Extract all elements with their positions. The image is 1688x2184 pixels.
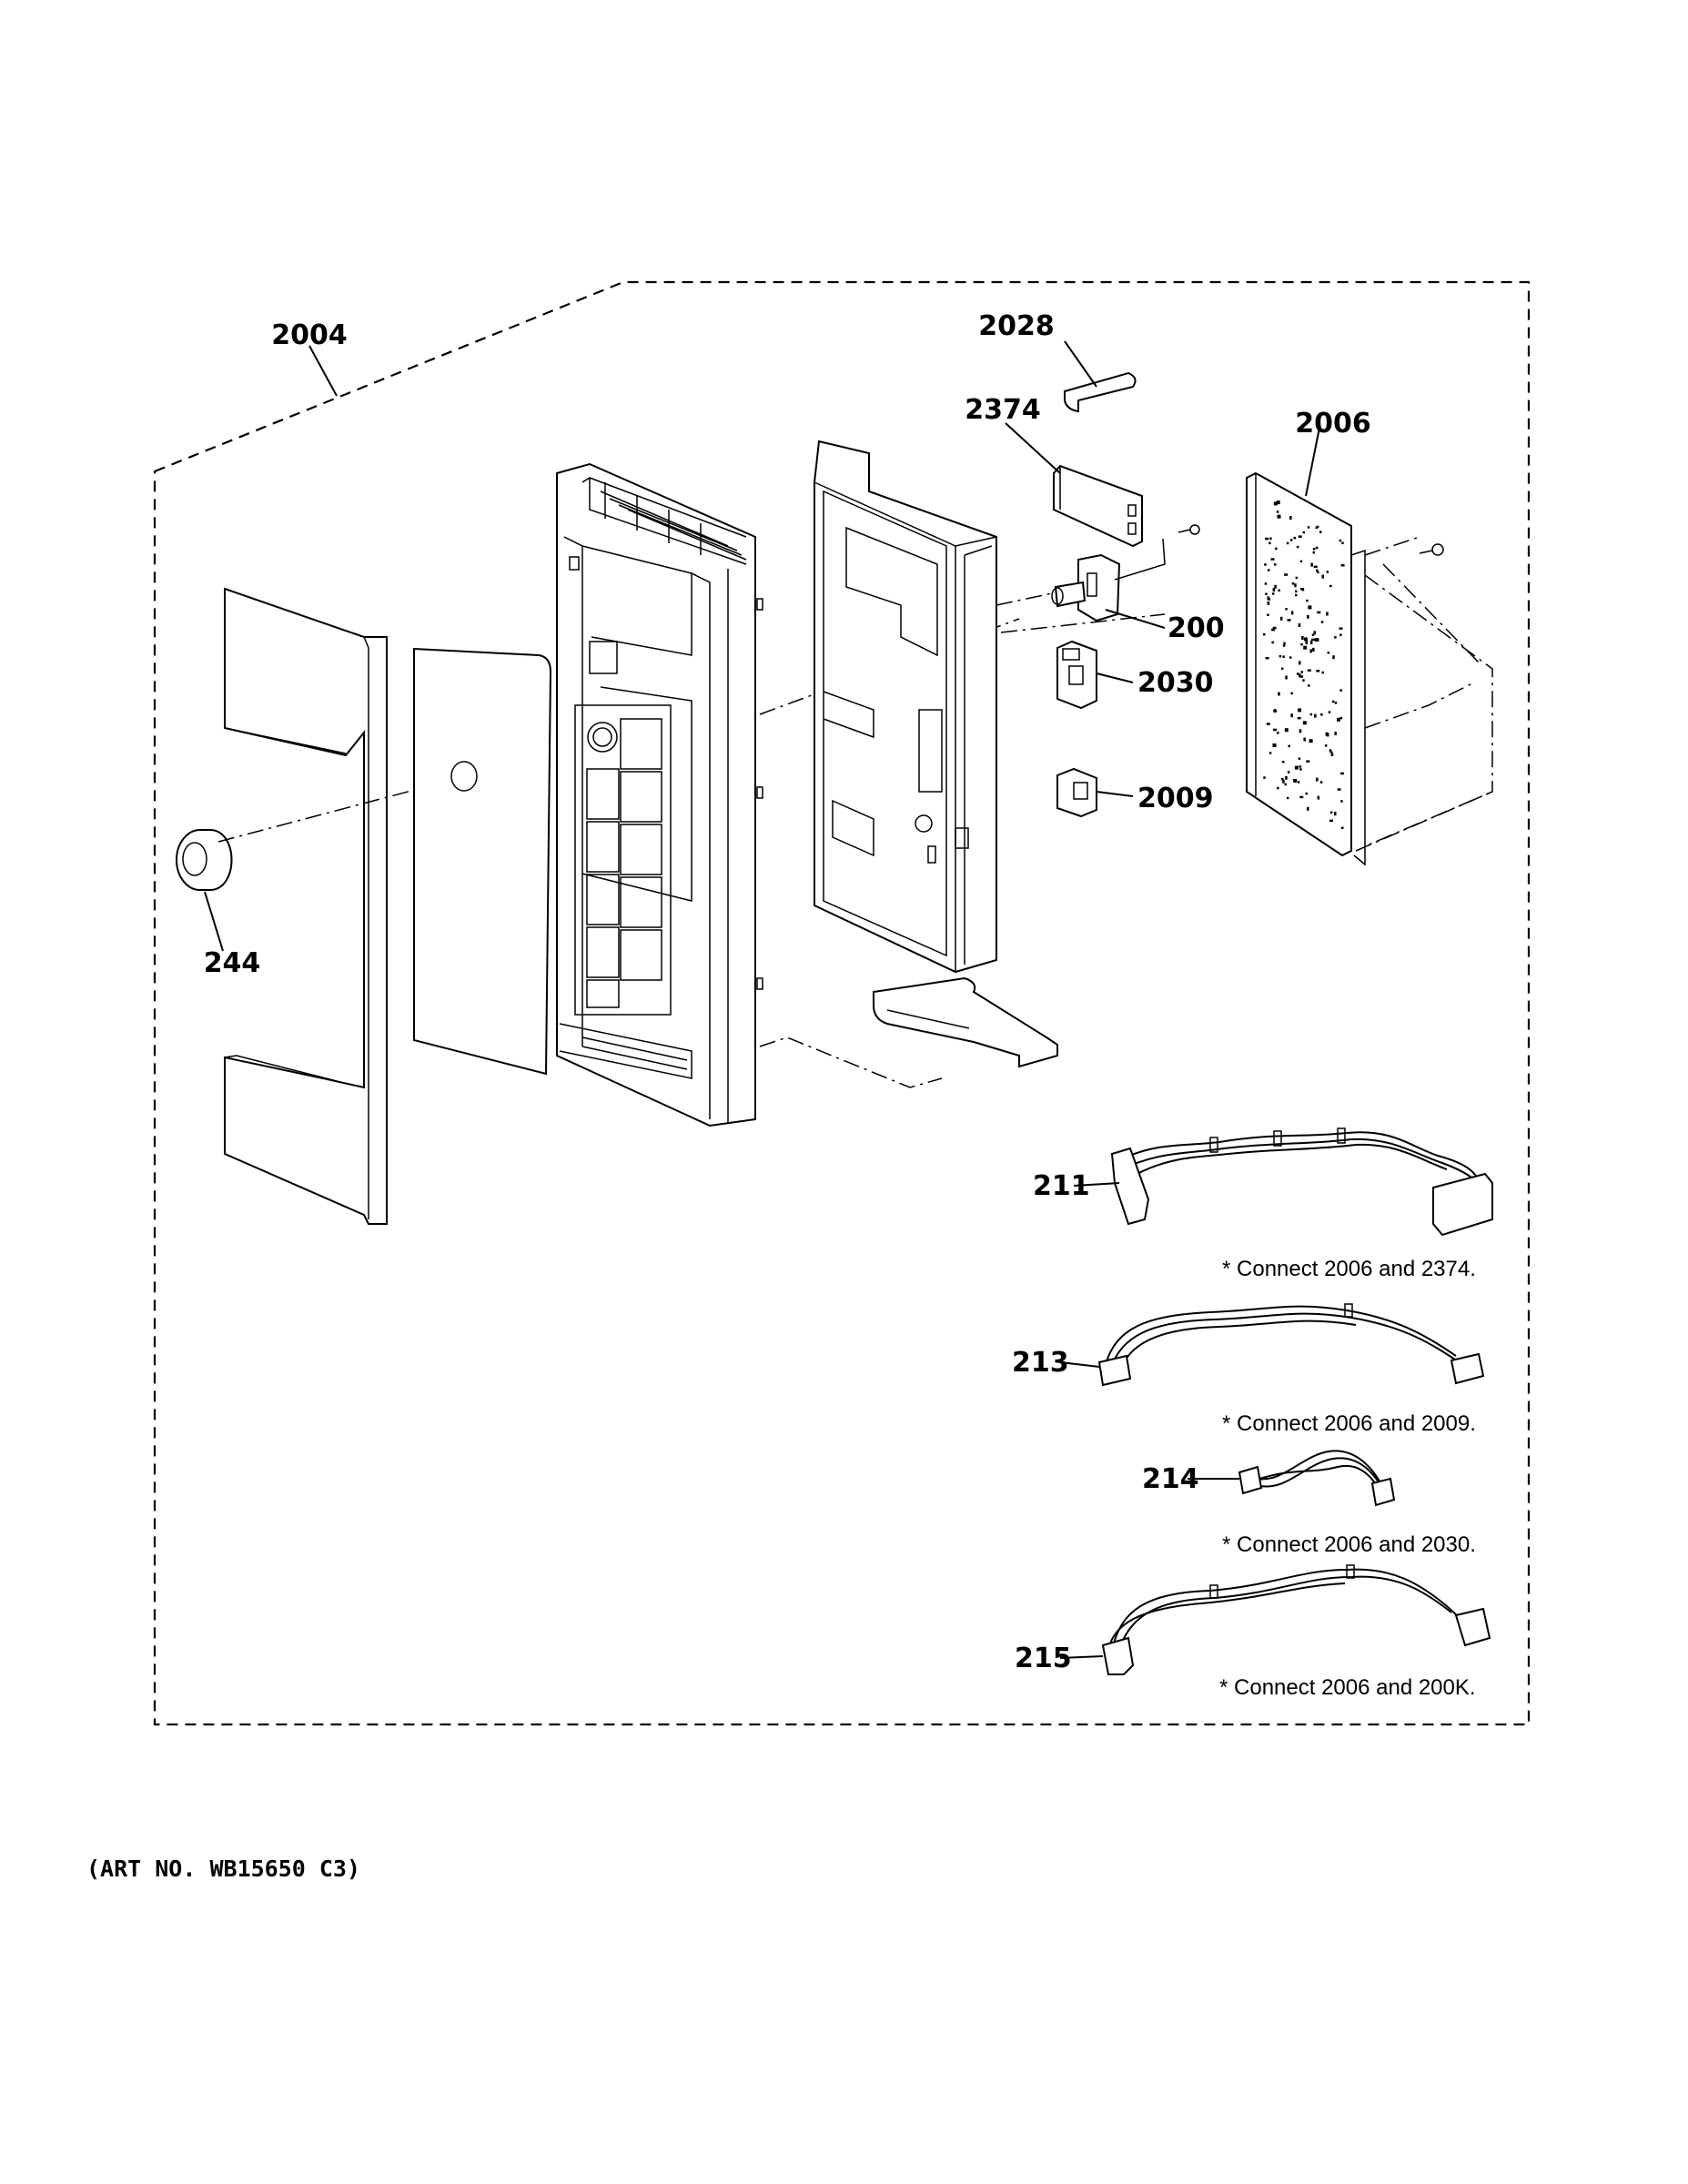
harness-211 bbox=[1110, 1127, 1493, 1237]
label-214: 214 bbox=[1142, 1463, 1199, 1495]
module-2374 bbox=[1053, 464, 1143, 548]
note-214: * Connect 2006 and 2030. bbox=[1222, 1532, 1476, 1557]
keypad-grid bbox=[586, 718, 662, 1008]
label-215: 215 bbox=[1015, 1643, 1072, 1674]
film-overlay bbox=[413, 647, 552, 1076]
label-2009: 2009 bbox=[1137, 783, 1214, 814]
label-2030: 2030 bbox=[1137, 667, 1214, 699]
label-2006: 2006 bbox=[1295, 408, 1371, 440]
label-2028: 2028 bbox=[978, 310, 1055, 342]
leader-lines bbox=[204, 340, 1320, 1659]
switch-board-200 bbox=[1051, 524, 1200, 622]
board-mount-guides bbox=[1355, 536, 1493, 852]
harness-214 bbox=[1238, 1450, 1396, 1507]
label-211: 211 bbox=[1033, 1170, 1090, 1202]
dash-panel-to-chassis bbox=[759, 618, 1020, 715]
knob-244 bbox=[176, 829, 233, 891]
harness-213 bbox=[1097, 1303, 1485, 1387]
note-213: * Connect 2006 and 2009. bbox=[1222, 1411, 1476, 1436]
spacer-pad bbox=[873, 976, 1058, 1068]
part-labels: 2004 244 2028 2374 2006 200 2030 2009 21… bbox=[204, 310, 1371, 1674]
note-215: * Connect 2006 and 200K. bbox=[1219, 1675, 1476, 1700]
label-2374: 2374 bbox=[965, 394, 1041, 426]
connection-notes: * Connect 2006 and 2374. * Connect 2006 … bbox=[1219, 1257, 1476, 1700]
assembly-boundary bbox=[153, 280, 1531, 1726]
note-211: * Connect 2006 and 2374. bbox=[1222, 1257, 1476, 1281]
art-number: (ART NO. WB15650 C3) bbox=[86, 1855, 360, 1882]
board-2009 bbox=[1056, 767, 1097, 818]
chassis-bracket bbox=[814, 440, 997, 974]
label-244: 244 bbox=[204, 947, 261, 979]
main-board-2006 bbox=[1246, 471, 1444, 866]
dash-chassis-to-board bbox=[1000, 613, 1166, 633]
harness-215 bbox=[1101, 1564, 1491, 1675]
label-2004: 2004 bbox=[271, 319, 348, 351]
clip-2028 bbox=[1064, 371, 1137, 413]
label-200: 200 bbox=[1167, 612, 1225, 644]
control-panel-frame bbox=[556, 462, 763, 1127]
knob-axis bbox=[217, 777, 460, 843]
dash-panel-to-pad bbox=[759, 1036, 943, 1088]
board-2030 bbox=[1056, 640, 1097, 710]
front-trim-panel bbox=[224, 587, 388, 1225]
board-components bbox=[1263, 500, 1345, 829]
label-213: 213 bbox=[1012, 1347, 1069, 1379]
